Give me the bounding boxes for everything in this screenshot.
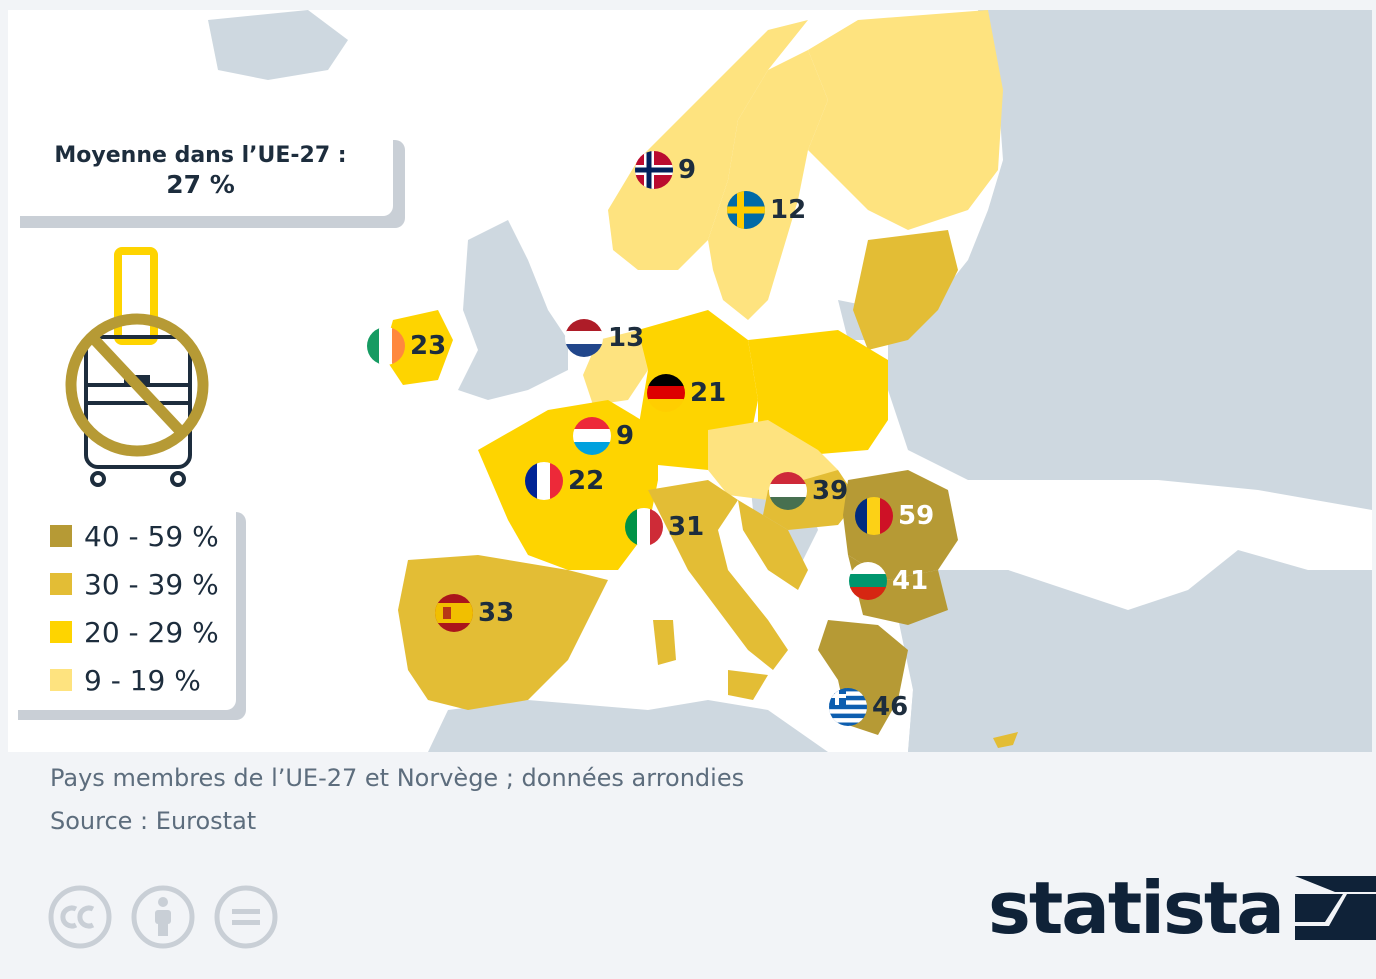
suitcase-no-travel-icon — [65, 247, 209, 487]
country-poland — [748, 330, 888, 455]
statista-logo-icon — [1294, 876, 1376, 940]
value-romania: 59 — [898, 501, 935, 531]
badge-netherlands: 13 — [564, 318, 644, 358]
badge-italy: 31 — [624, 507, 704, 547]
license-icons — [48, 885, 278, 949]
country-baltics — [853, 230, 958, 350]
value-france: 22 — [568, 466, 605, 496]
france-flag-icon — [525, 462, 563, 500]
country-ireland — [383, 310, 453, 385]
badge-norway: 9 — [634, 150, 696, 190]
legend-swatch — [50, 669, 72, 691]
value-bulgaria: 41 — [892, 566, 929, 596]
country-sweden — [708, 50, 828, 320]
creative-commons-icon[interactable] — [48, 885, 112, 949]
spain-flag-icon — [435, 594, 473, 632]
value-luxembourg: 9 — [616, 421, 635, 451]
badge-spain: 33 — [434, 593, 514, 633]
badge-france: 22 — [524, 461, 604, 501]
legend-label: 40 - 59 % — [84, 519, 219, 553]
sweden-flag-icon — [727, 191, 765, 229]
value-hungary: 39 — [812, 476, 849, 506]
no-derivatives-icon[interactable] — [214, 885, 278, 949]
legend-item: 30 - 39 % — [50, 564, 219, 604]
legend-label: 30 - 39 % — [84, 567, 219, 601]
country-norway — [608, 20, 808, 270]
attribution-icon[interactable] — [131, 885, 195, 949]
value-spain: 33 — [478, 598, 515, 628]
hungary-flag-icon — [769, 472, 807, 510]
italy-flag-icon — [625, 508, 663, 546]
badge-germany: 21 — [646, 373, 726, 413]
greece-flag-icon — [829, 688, 867, 726]
brand-name: statista — [988, 866, 1285, 950]
scope-note: Pays membres de l’UE-27 et Norvège ; don… — [50, 764, 745, 792]
country-france — [478, 400, 658, 570]
legend-swatch — [50, 621, 72, 643]
badge-luxembourg: 9 — [572, 416, 634, 456]
value-norway: 9 — [678, 155, 697, 185]
badge-romania: 59 — [854, 496, 934, 536]
average-value: 27 % — [166, 170, 235, 199]
romania-flag-icon — [855, 497, 893, 535]
germany-flag-icon — [647, 374, 685, 412]
country-cyprus — [993, 732, 1018, 748]
legend-label: 9 - 19 % — [84, 663, 201, 697]
norway-flag-icon — [635, 151, 673, 189]
badge-bulgaria: 41 — [848, 561, 928, 601]
value-netherlands: 13 — [608, 323, 645, 353]
country-finland — [808, 10, 1003, 230]
badge-ireland: 23 — [366, 326, 446, 366]
value-italy: 31 — [668, 512, 705, 542]
average-callout: Moyenne dans l’UE-27 : 27 % — [8, 128, 393, 216]
average-title: Moyenne dans l’UE-27 : — [54, 143, 347, 168]
source-note: Source : Eurostat — [50, 807, 257, 835]
netherlands-flag-icon — [565, 319, 603, 357]
legend-swatch — [50, 525, 72, 547]
legend-item: 9 - 19 % — [50, 660, 201, 700]
legend-item: 40 - 59 % — [50, 516, 219, 556]
bulgaria-flag-icon — [849, 562, 887, 600]
country-italy — [648, 480, 788, 670]
badge-greece: 46 — [828, 687, 908, 727]
legend-swatch — [50, 573, 72, 595]
legend: 40 - 59 % 30 - 39 % 20 - 29 % 9 - 19 % — [8, 502, 236, 710]
country-spain — [398, 555, 608, 710]
country-greece — [818, 620, 908, 735]
luxembourg-flag-icon — [573, 417, 611, 455]
value-sweden: 12 — [770, 195, 807, 225]
statista-brand[interactable]: statista — [988, 872, 1376, 944]
country-croatia — [738, 500, 808, 590]
ireland-flag-icon — [367, 327, 405, 365]
value-greece: 46 — [872, 692, 909, 722]
value-germany: 21 — [690, 378, 727, 408]
legend-item: 20 - 29 % — [50, 612, 219, 652]
badge-sweden: 12 — [726, 190, 806, 230]
badge-hungary: 39 — [768, 471, 848, 511]
value-ireland: 23 — [410, 331, 447, 361]
legend-label: 20 - 29 % — [84, 615, 219, 649]
